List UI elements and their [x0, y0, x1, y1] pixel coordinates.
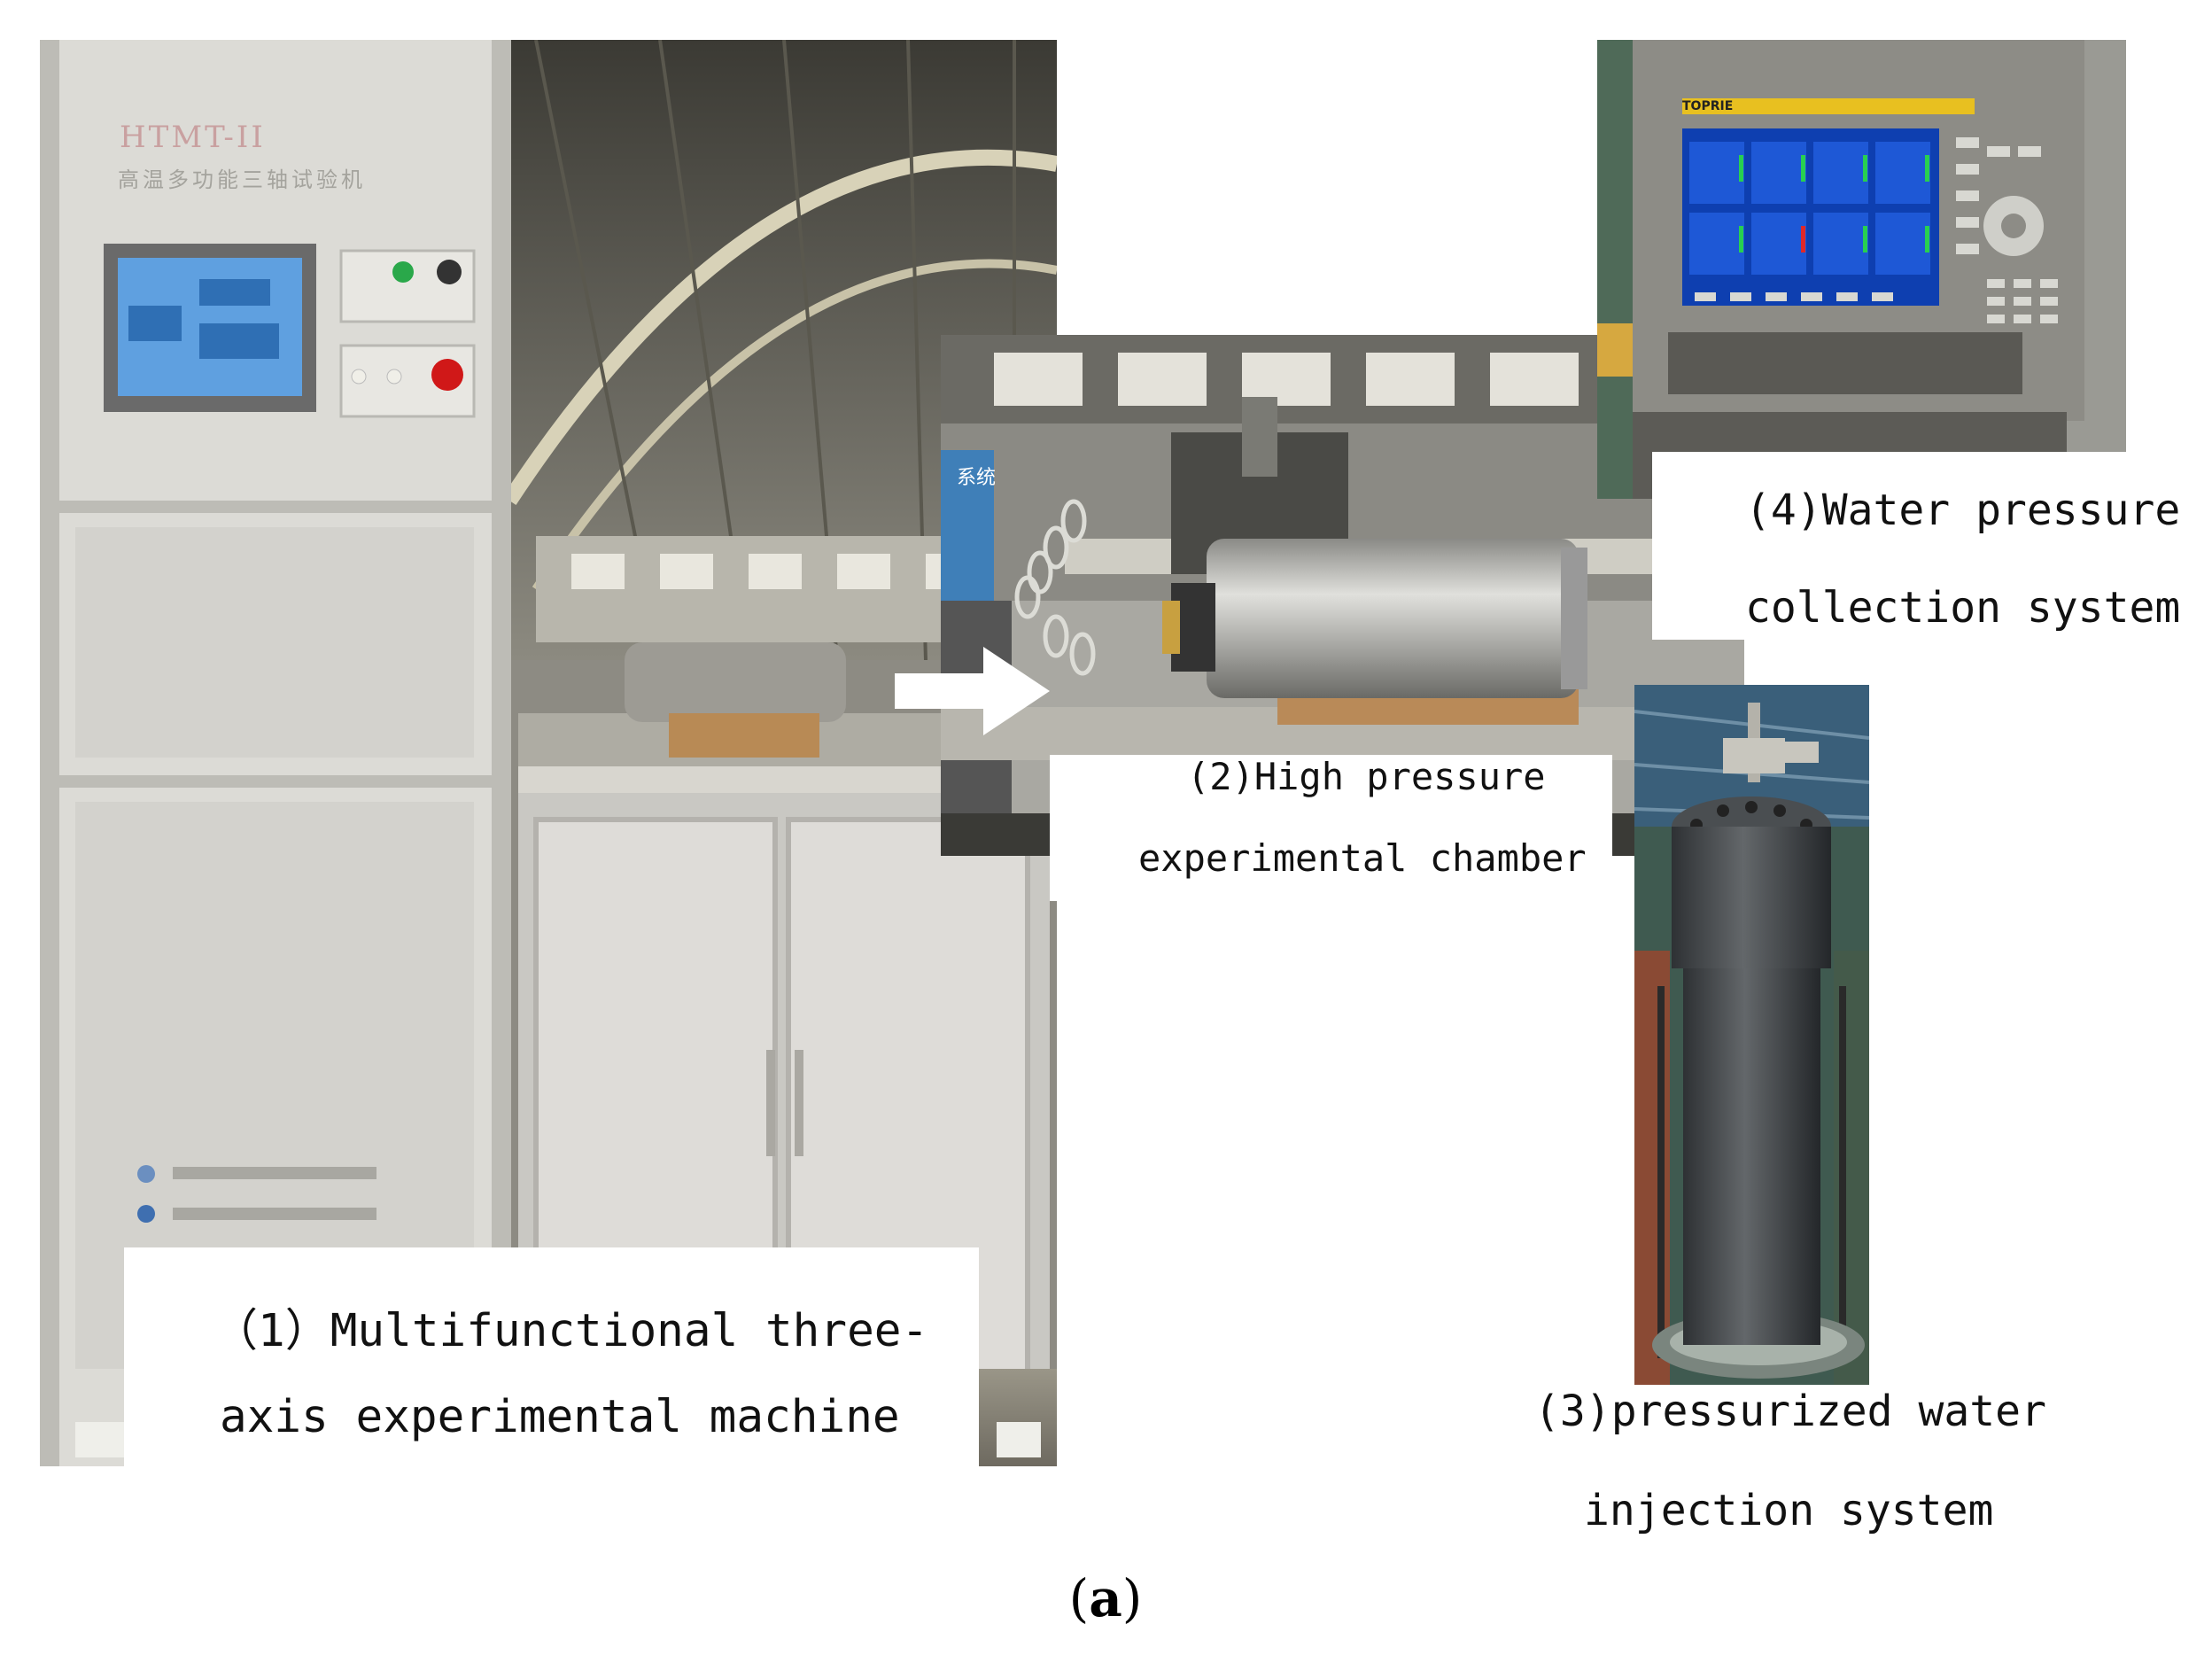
label-3-line-1: (3)pressurized water	[1534, 1387, 2046, 1436]
injector-illustration	[1634, 685, 1869, 1385]
photo-water-pressure-collection: TOPRIE	[1597, 40, 2126, 499]
label-3-line-2: injection system	[1584, 1486, 1994, 1535]
recorder-illustration	[1597, 40, 2126, 499]
label-high-pressure-chamber: (2)High pressure experimental chamber	[1050, 755, 1612, 901]
chamber-illustration	[941, 335, 1744, 856]
photo-multifunctional-machine: HTMT-II 高温多功能三轴试验机	[40, 40, 1057, 1466]
caption-letter: a	[1089, 1568, 1122, 1628]
blue-sign-text: 系统	[957, 467, 997, 489]
label-4-line-1: (4)Water pressure	[1745, 486, 2181, 535]
machine-model-text: HTMT-II	[120, 120, 266, 155]
recorder-brand-text: TOPRIE	[1682, 99, 1734, 113]
machine-illustration	[40, 40, 1057, 1466]
figure-caption: (a)	[1061, 1568, 1150, 1628]
label-water-pressure-collection: (4)Water pressure collection system	[1652, 452, 2201, 640]
label-pressurized-water-injection: (3)pressurized water injection system	[1524, 1387, 2082, 1537]
label-1-line-1: （1）Multifunctional three-	[213, 1305, 929, 1357]
label-multifunctional-machine: （1）Multifunctional three- axis experimen…	[124, 1247, 979, 1467]
arrow-right-icon	[895, 647, 1050, 735]
label-4-line-2: collection system	[1745, 583, 2181, 633]
photo-high-pressure-chamber: 系统	[941, 335, 1744, 856]
caption-close-paren: )	[1122, 1568, 1143, 1628]
label-1-line-2: axis experimental machine	[220, 1391, 900, 1443]
machine-subtitle-text: 高温多功能三轴试验机	[118, 167, 366, 192]
photo-pressurized-water-injection	[1634, 685, 1869, 1385]
caption-open-paren: (	[1068, 1568, 1090, 1628]
label-2-line-2: experimental chamber	[1138, 836, 1587, 880]
label-2-line-1: (2)High pressure	[1187, 755, 1546, 798]
